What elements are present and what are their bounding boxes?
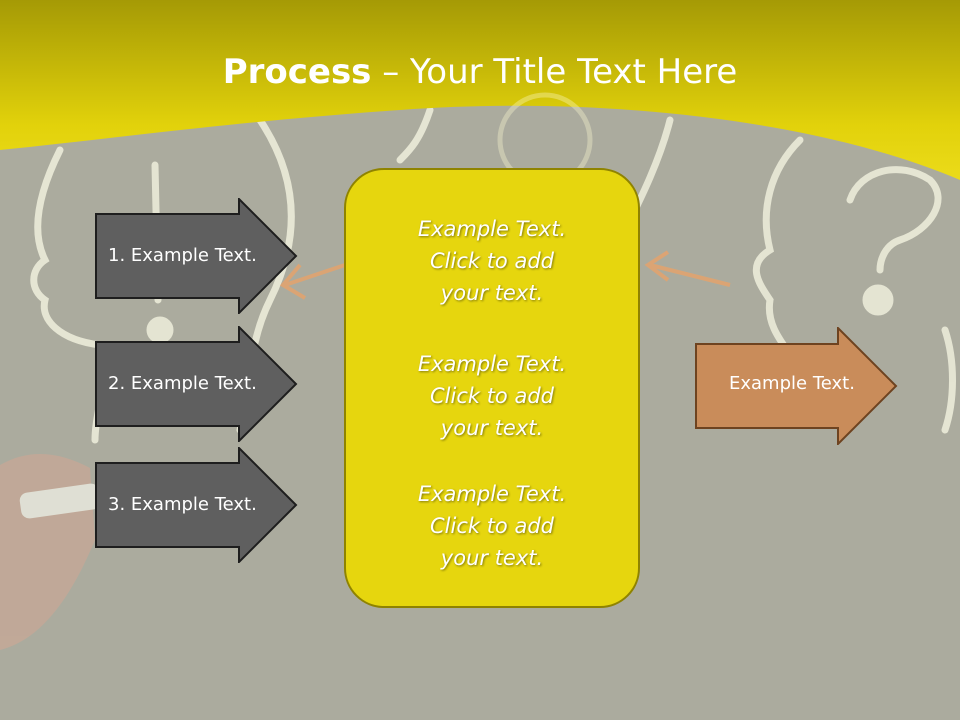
- slide-title[interactable]: Process – Your Title Text Here: [0, 52, 960, 92]
- process-arrow-2-label: 2. Example Text.: [108, 373, 257, 394]
- center-text-block-3[interactable]: Example Text. Click to add your text.: [344, 478, 640, 574]
- process-arrow-3[interactable]: [95, 447, 300, 563]
- hand-illustration: [0, 453, 101, 650]
- title-rest: – Your Title Text Here: [371, 52, 738, 92]
- center-text-line: your text.: [440, 416, 544, 440]
- process-arrow-2[interactable]: [95, 326, 300, 442]
- process-arrow-1-label: 1. Example Text.: [108, 245, 257, 266]
- center-text-line: Example Text.: [417, 352, 567, 376]
- center-text-block-2[interactable]: Example Text. Click to add your text.: [344, 348, 640, 444]
- center-text-line: Example Text.: [417, 482, 567, 506]
- center-text-line: Click to add: [429, 249, 554, 273]
- result-arrow[interactable]: [695, 327, 900, 445]
- process-arrow-1[interactable]: [95, 198, 300, 314]
- chalk-arrows: [279, 250, 731, 300]
- title-bold: Process: [222, 52, 372, 92]
- center-text-line: Example Text.: [417, 217, 567, 241]
- center-text-block-1[interactable]: Example Text. Click to add your text.: [344, 213, 640, 309]
- center-text-box[interactable]: [344, 168, 640, 608]
- center-text-line: your text.: [440, 546, 544, 570]
- center-text-line: Click to add: [429, 514, 554, 538]
- center-text-line: Click to add: [429, 384, 554, 408]
- result-arrow-label: Example Text.: [729, 373, 855, 394]
- center-text-line: your text.: [440, 281, 544, 305]
- process-arrow-3-label: 3. Example Text.: [108, 494, 257, 515]
